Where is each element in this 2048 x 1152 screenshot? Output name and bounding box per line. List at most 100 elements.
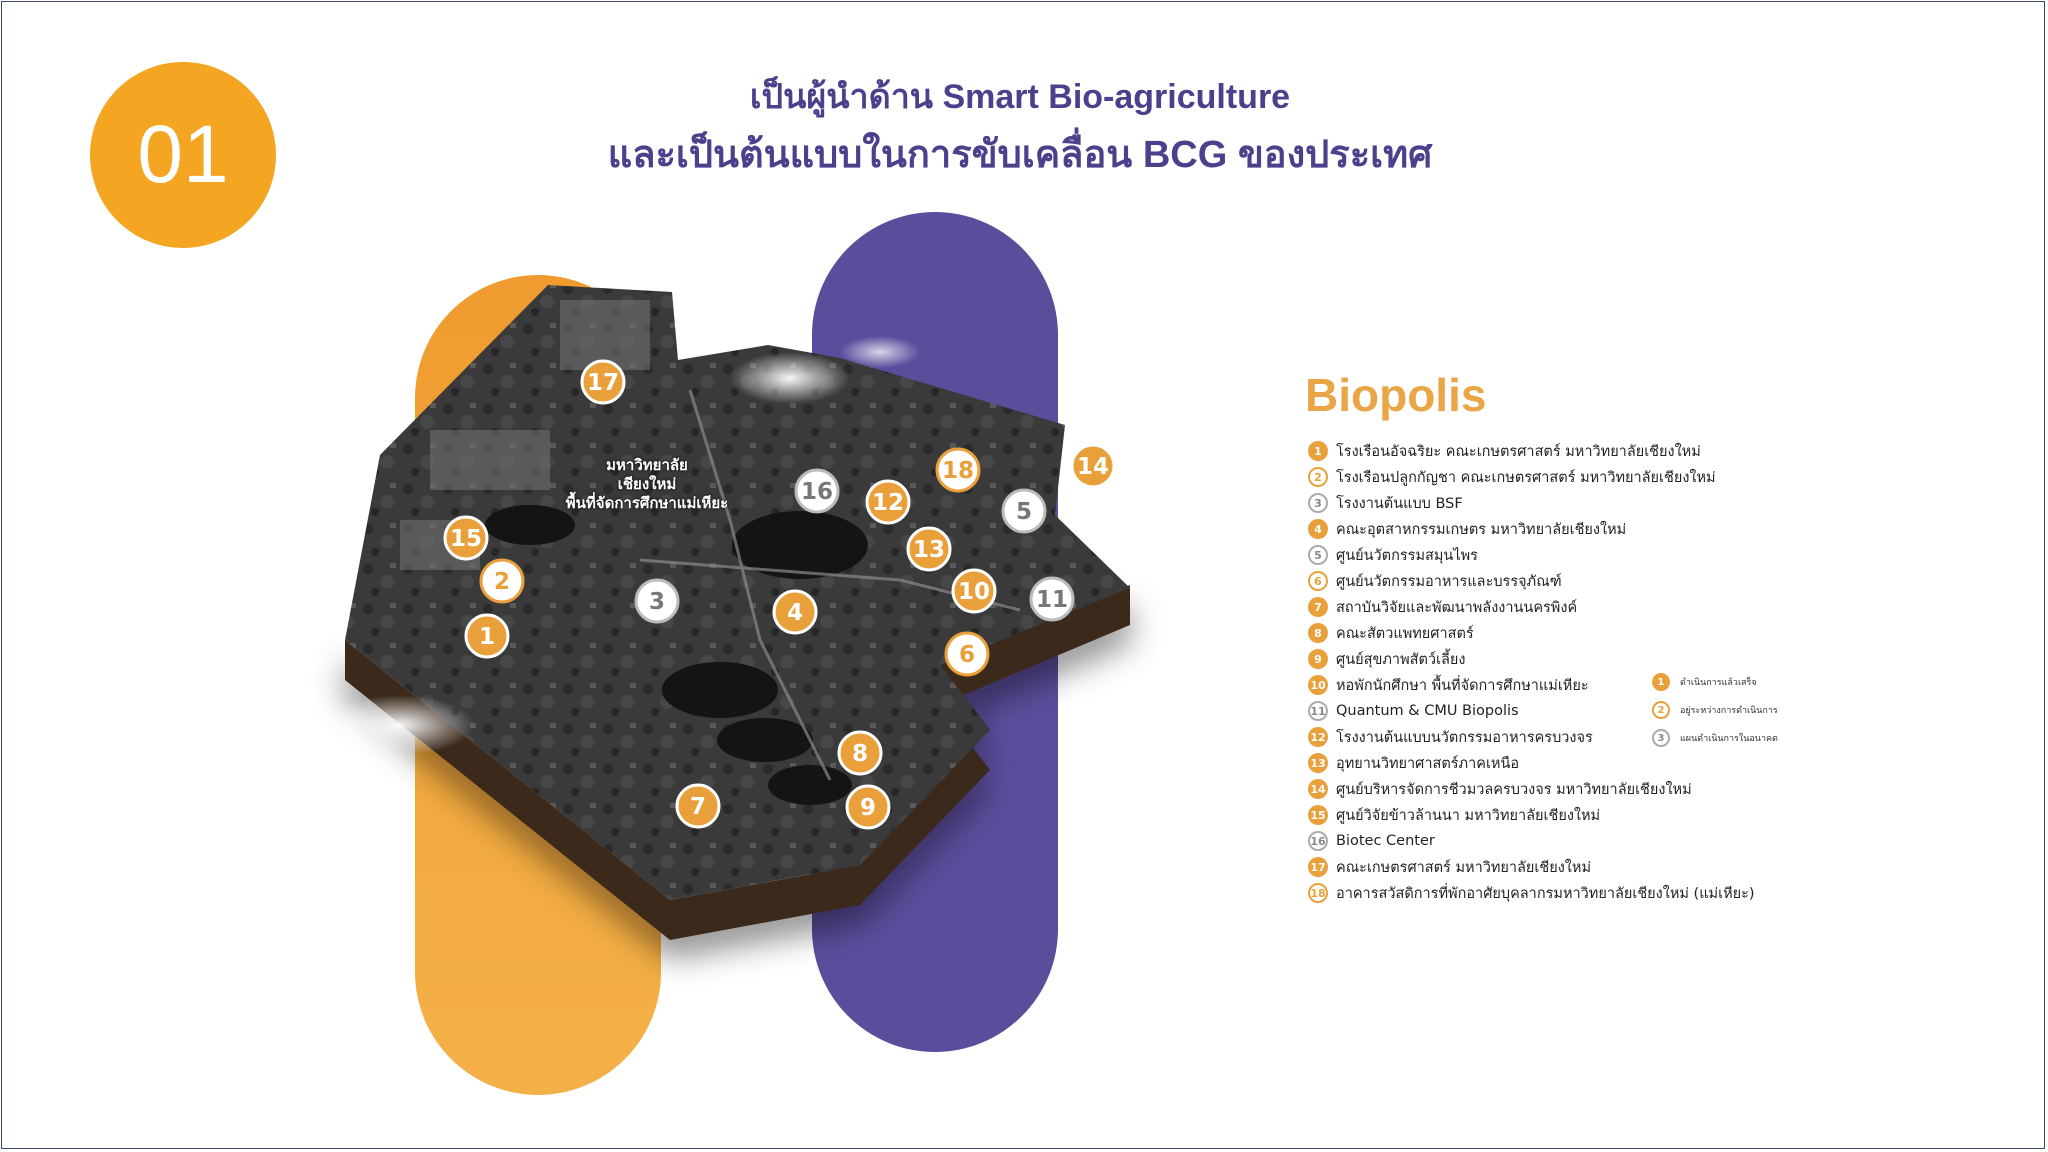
map-marker-12[interactable]: 12: [865, 479, 911, 525]
legend-number-badge: 13: [1308, 753, 1328, 773]
svg-text:12: 12: [872, 490, 904, 516]
legend-label: Quantum & CMU Biopolis: [1336, 703, 1519, 719]
map-marker-13[interactable]: 13: [906, 526, 952, 572]
legend-number-badge: 2: [1308, 467, 1328, 487]
svg-text:2: 2: [494, 569, 510, 595]
map-marker-16[interactable]: 16: [794, 468, 840, 514]
legend-label: คณะอุตสาหกรรมเกษตร มหาวิทยาลัยเชียงใหม่: [1336, 521, 1627, 538]
legend-label: อุทยานวิทยาศาสตร์ภาคเหนือ: [1336, 755, 1520, 772]
map-marker-15[interactable]: 15: [443, 515, 489, 561]
section-number-badge: 01: [90, 62, 276, 248]
map-markers: 17 18 14 16 12 5 15 13 2 10 11 3 4 1 6 8…: [443, 359, 1116, 830]
svg-text:5: 5: [1016, 499, 1032, 525]
legend-label: Biotec Center: [1336, 833, 1435, 849]
campus-label-line-3: พื้นที่จัดการศึกษาแม่เหียะ: [565, 494, 729, 512]
slide-title: เป็นผู้นำด้าน Smart Bio-agriculture และเ…: [500, 70, 1540, 186]
map-marker-11[interactable]: 11: [1029, 576, 1075, 622]
legend-label: หอพักนักศึกษา พื้นที่จัดการศึกษาแม่เหียะ: [1336, 677, 1589, 694]
svg-text:18: 18: [942, 458, 974, 484]
map-marker-14[interactable]: 14: [1070, 443, 1116, 489]
legend-label: สถาบันวิจัยและพัฒนาพลังงานนครพิงค์: [1336, 599, 1578, 616]
svg-text:11: 11: [1036, 587, 1068, 613]
legend-label: ศูนย์นวัตกรรมอาหารและบรรจุภัณฑ์: [1336, 573, 1562, 590]
status-legend-number-badge: 3: [1652, 729, 1670, 747]
map-marker-10[interactable]: 10: [951, 568, 997, 614]
status-legend-label: ดำเนินการแล้วเสร็จ: [1680, 678, 1757, 688]
legend-number-badge: 9: [1308, 649, 1328, 669]
legend-number-badge: 7: [1308, 597, 1328, 617]
map-marker-2[interactable]: 2: [479, 558, 525, 604]
campus-label-line-1: มหาวิทยาลัย: [606, 456, 688, 474]
legend-label: ศูนย์บริหารจัดการชีวมวลครบวงจร มหาวิทยาล…: [1336, 781, 1692, 798]
legend-item: 13 อุทยานวิทยาศาสตร์ภาคเหนือ: [1308, 750, 1755, 776]
campus-label: มหาวิทยาลัย เชียงใหม่ พื้นที่จัดการศึกษา…: [552, 456, 742, 513]
legend-item: 3 โรงงานต้นแบบ BSF: [1308, 490, 1755, 516]
campus-label-line-2: เชียงใหม่: [617, 475, 677, 493]
legend-number-badge: 1: [1308, 441, 1328, 461]
svg-text:8: 8: [852, 741, 868, 767]
map-clouds: [325, 336, 920, 755]
legend-item: 18 อาคารสวัสดิการที่พักอาศัยบุคลากรมหาวิท…: [1308, 880, 1755, 906]
legend-number-badge: 12: [1308, 727, 1328, 747]
svg-text:16: 16: [801, 479, 833, 505]
status-legend-number-badge: 2: [1652, 701, 1670, 719]
legend-label: ศูนย์วิจัยข้าวล้านนา มหาวิทยาลัยเชียงใหม…: [1336, 807, 1601, 824]
map-marker-9[interactable]: 9: [845, 784, 891, 830]
map-marker-4[interactable]: 4: [772, 589, 818, 635]
section-number: 01: [137, 109, 229, 200]
status-legend-item: 3 แผนดำเนินการในอนาคต: [1652, 724, 1778, 752]
svg-text:10: 10: [958, 579, 990, 605]
title-line-2: และเป็นต้นแบบในการขับเคลื่อน BCG ของประเ…: [607, 134, 1433, 176]
legend-number-badge: 18: [1308, 883, 1328, 903]
svg-text:9: 9: [860, 795, 876, 821]
legend-number-badge: 3: [1308, 493, 1328, 513]
map-marker-18[interactable]: 18: [935, 447, 981, 493]
map-marker-3[interactable]: 3: [634, 578, 680, 624]
map-marker-1[interactable]: 1: [464, 613, 510, 659]
legend-item: 2 โรงเรือนปลูกกัญชา คณะเกษตรศาสตร์ มหาวิท…: [1308, 464, 1755, 490]
svg-text:1: 1: [479, 624, 495, 650]
svg-text:15: 15: [450, 526, 482, 552]
map-ponds: [485, 505, 868, 805]
title-line-1: เป็นผู้นำด้าน Smart Bio-agriculture: [749, 78, 1291, 116]
map-marker-7[interactable]: 7: [675, 783, 721, 829]
legend-label: โรงงานต้นแบบนวัตกรรมอาหารครบวงจร: [1336, 729, 1593, 746]
map-marker-5[interactable]: 5: [1001, 488, 1047, 534]
legend-item: 7 สถาบันวิจัยและพัฒนาพลังงานนครพิงค์: [1308, 594, 1755, 620]
svg-text:13: 13: [913, 537, 945, 563]
map-fields: [400, 300, 650, 570]
legend-number-badge: 17: [1308, 857, 1328, 877]
legend-label: อาคารสวัสดิการที่พักอาศัยบุคลากรมหาวิทยา…: [1336, 885, 1755, 902]
legend-label: โรงเรือนปลูกกัญชา คณะเกษตรศาสตร์ มหาวิทย…: [1336, 469, 1716, 486]
legend-item: 12 โรงงานต้นแบบนวัตกรรมอาหารครบวงจร: [1308, 724, 1755, 750]
legend-number-badge: 15: [1308, 805, 1328, 825]
legend-item: 15 ศูนย์วิจัยข้าวล้านนา มหาวิทยาลัยเชียงใ…: [1308, 802, 1755, 828]
map-marker-17[interactable]: 17: [580, 359, 626, 405]
biopolis-heading: Biopolis: [1305, 369, 1487, 421]
map-marker-8[interactable]: 8: [837, 730, 883, 776]
legend-number-badge: 8: [1308, 623, 1328, 643]
svg-text:3: 3: [649, 589, 665, 615]
legend-item: 8 คณะสัตวแพทยศาสตร์: [1308, 620, 1755, 646]
status-legend-number-badge: 1: [1652, 673, 1670, 691]
legend-label: ศูนย์นวัตกรรมสมุนไพร: [1336, 547, 1478, 564]
legend-label: ศูนย์สุขภาพสัตว์เลี้ยง: [1336, 651, 1466, 668]
map-marker-6[interactable]: 6: [944, 631, 990, 677]
legend-label: คณะสัตวแพทยศาสตร์: [1336, 625, 1474, 642]
svg-text:14: 14: [1077, 454, 1109, 480]
svg-text:7: 7: [690, 794, 706, 820]
status-legend-label: แผนดำเนินการในอนาคต: [1680, 734, 1778, 744]
legend-label: โรงงานต้นแบบ BSF: [1336, 495, 1463, 512]
legend-number-badge: 11: [1308, 701, 1328, 721]
